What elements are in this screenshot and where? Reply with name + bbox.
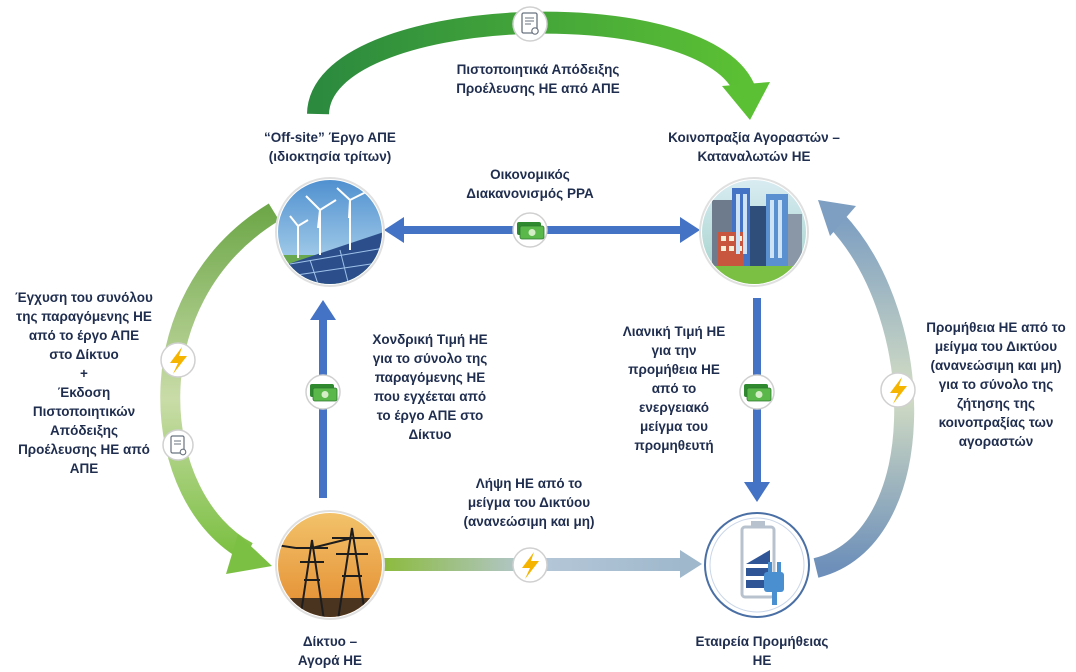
wholesale-price-label: Χονδρική Τιμή ΗΕ για το σύνολο της παραγ… bbox=[355, 330, 505, 444]
certificate-icon bbox=[162, 429, 194, 461]
battery-plug-icon bbox=[704, 512, 810, 618]
label-line: ΑΠΕ bbox=[69, 461, 99, 476]
retail-price-label: Λιανική Τιμή ΗΕ για την προμήθεια ΗΕ από… bbox=[604, 322, 744, 455]
label-line: κοινοπραξίας των bbox=[938, 415, 1054, 430]
label-line: Προέλευσης ΗΕ από ΑΠΕ bbox=[456, 81, 620, 96]
injection-left-label: Έγχυση του συνόλου της παραγόμενης ΗΕ απ… bbox=[4, 288, 164, 478]
label-line: το έργο ΑΠΕ στο bbox=[376, 408, 484, 423]
label-line: Οικονομικός bbox=[490, 167, 570, 182]
label-line: (ανανεώσιμη και μη) bbox=[463, 514, 595, 529]
label-line: “Off-site” Έργο ΑΠΕ bbox=[264, 130, 396, 145]
label-line: Κοινοπραξία Αγοραστών – bbox=[668, 130, 840, 145]
label-line: Πιστοποιητικών bbox=[32, 404, 136, 419]
label-line: Δίκτυο – bbox=[302, 634, 358, 649]
power-pylons-icon bbox=[275, 510, 385, 620]
label-line: (ιδιοκτησία τρίτων) bbox=[268, 149, 392, 164]
grid-receipt-label: Λήψη ΗΕ από το μείγμα του Δικτύου (ανανε… bbox=[434, 474, 624, 531]
label-line: + bbox=[80, 366, 88, 381]
label-line: Χονδρική Τιμή ΗΕ bbox=[372, 332, 488, 347]
label-line: Αγορά ΗΕ bbox=[297, 653, 363, 668]
supply-right-arrow bbox=[813, 200, 915, 578]
label-line: Καταναλωτών ΗΕ bbox=[697, 149, 811, 164]
lightning-icon bbox=[512, 547, 548, 583]
label-line: Λήψη ΗΕ από το bbox=[475, 476, 583, 491]
label-line: ζήτησης της bbox=[957, 396, 1035, 411]
certificates-top-label: Πιστοποιητικά Απόδειξης Προέλευσης ΗΕ απ… bbox=[438, 60, 638, 98]
money-icon bbox=[739, 374, 775, 410]
label-line: από το έργο ΑΠΕ bbox=[28, 328, 140, 343]
city-buildings-icon bbox=[699, 177, 809, 287]
label-line: από το bbox=[651, 381, 697, 396]
label-line: αγοραστών bbox=[958, 434, 1034, 449]
supplier-title: Εταιρεία Προμήθειας ΗΕ bbox=[672, 632, 852, 670]
label-line: προμηθευτή bbox=[634, 438, 714, 453]
label-line: στο Δίκτυο bbox=[49, 347, 119, 362]
label-line: της παραγόμενης ΗΕ bbox=[16, 309, 152, 324]
ppa-settlement-label: Οικονομικός Διακανονισμός PPA bbox=[440, 165, 620, 203]
label-line: Έκδοση bbox=[57, 385, 111, 400]
money-icon bbox=[305, 374, 341, 410]
label-line: Εταιρεία Προμήθειας bbox=[695, 634, 829, 649]
consortium-title: Κοινοπραξία Αγοραστών – Καταναλωτών ΗΕ bbox=[654, 128, 854, 166]
label-line: Λιανική Τιμή ΗΕ bbox=[622, 324, 726, 339]
label-line: για την bbox=[651, 343, 697, 358]
res-project-title: “Off-site” Έργο ΑΠΕ (ιδιοκτησία τρίτων) bbox=[230, 128, 430, 166]
label-line: παραγόμενης ΗΕ bbox=[374, 370, 486, 385]
label-line: Έγχυση του συνόλου bbox=[15, 290, 153, 305]
solar-wind-icon bbox=[275, 177, 385, 287]
label-line: μείγμα του bbox=[640, 419, 708, 434]
label-line: Διακανονισμός PPA bbox=[466, 186, 594, 201]
label-line: Δίκτυο bbox=[408, 427, 452, 442]
injection-left-arrow bbox=[160, 203, 280, 574]
lightning-icon bbox=[160, 342, 196, 378]
label-line: για το σύνολο της bbox=[372, 351, 488, 366]
money-icon bbox=[512, 212, 548, 248]
label-line: Απόδειξης bbox=[50, 423, 118, 438]
label-line: ΗΕ bbox=[752, 653, 772, 668]
label-line: Πιστοποιητικά Απόδειξης bbox=[456, 62, 620, 77]
label-line: που εγχέεται από bbox=[373, 389, 487, 404]
label-line: ενεργειακό bbox=[639, 400, 709, 415]
label-line: Προέλευσης ΗΕ από bbox=[18, 442, 150, 457]
label-line: (ανανεώσιμη και μη) bbox=[930, 358, 1062, 373]
label-line: για το σύνολο της bbox=[938, 377, 1054, 392]
label-line: μείγμα του Δικτύου bbox=[934, 339, 1058, 354]
supply-right-label: Προμήθεια ΗΕ από το μείγμα του Δικτύου (… bbox=[920, 318, 1072, 451]
label-line: μείγμα του Δικτύου bbox=[467, 495, 591, 510]
label-line: προμήθεια ΗΕ bbox=[628, 362, 720, 377]
grid-market-title: Δίκτυο – Αγορά ΗΕ bbox=[260, 632, 400, 670]
lightning-icon bbox=[880, 372, 916, 408]
certificate-icon bbox=[512, 6, 548, 42]
label-line: Προμήθεια ΗΕ από το bbox=[926, 320, 1066, 335]
